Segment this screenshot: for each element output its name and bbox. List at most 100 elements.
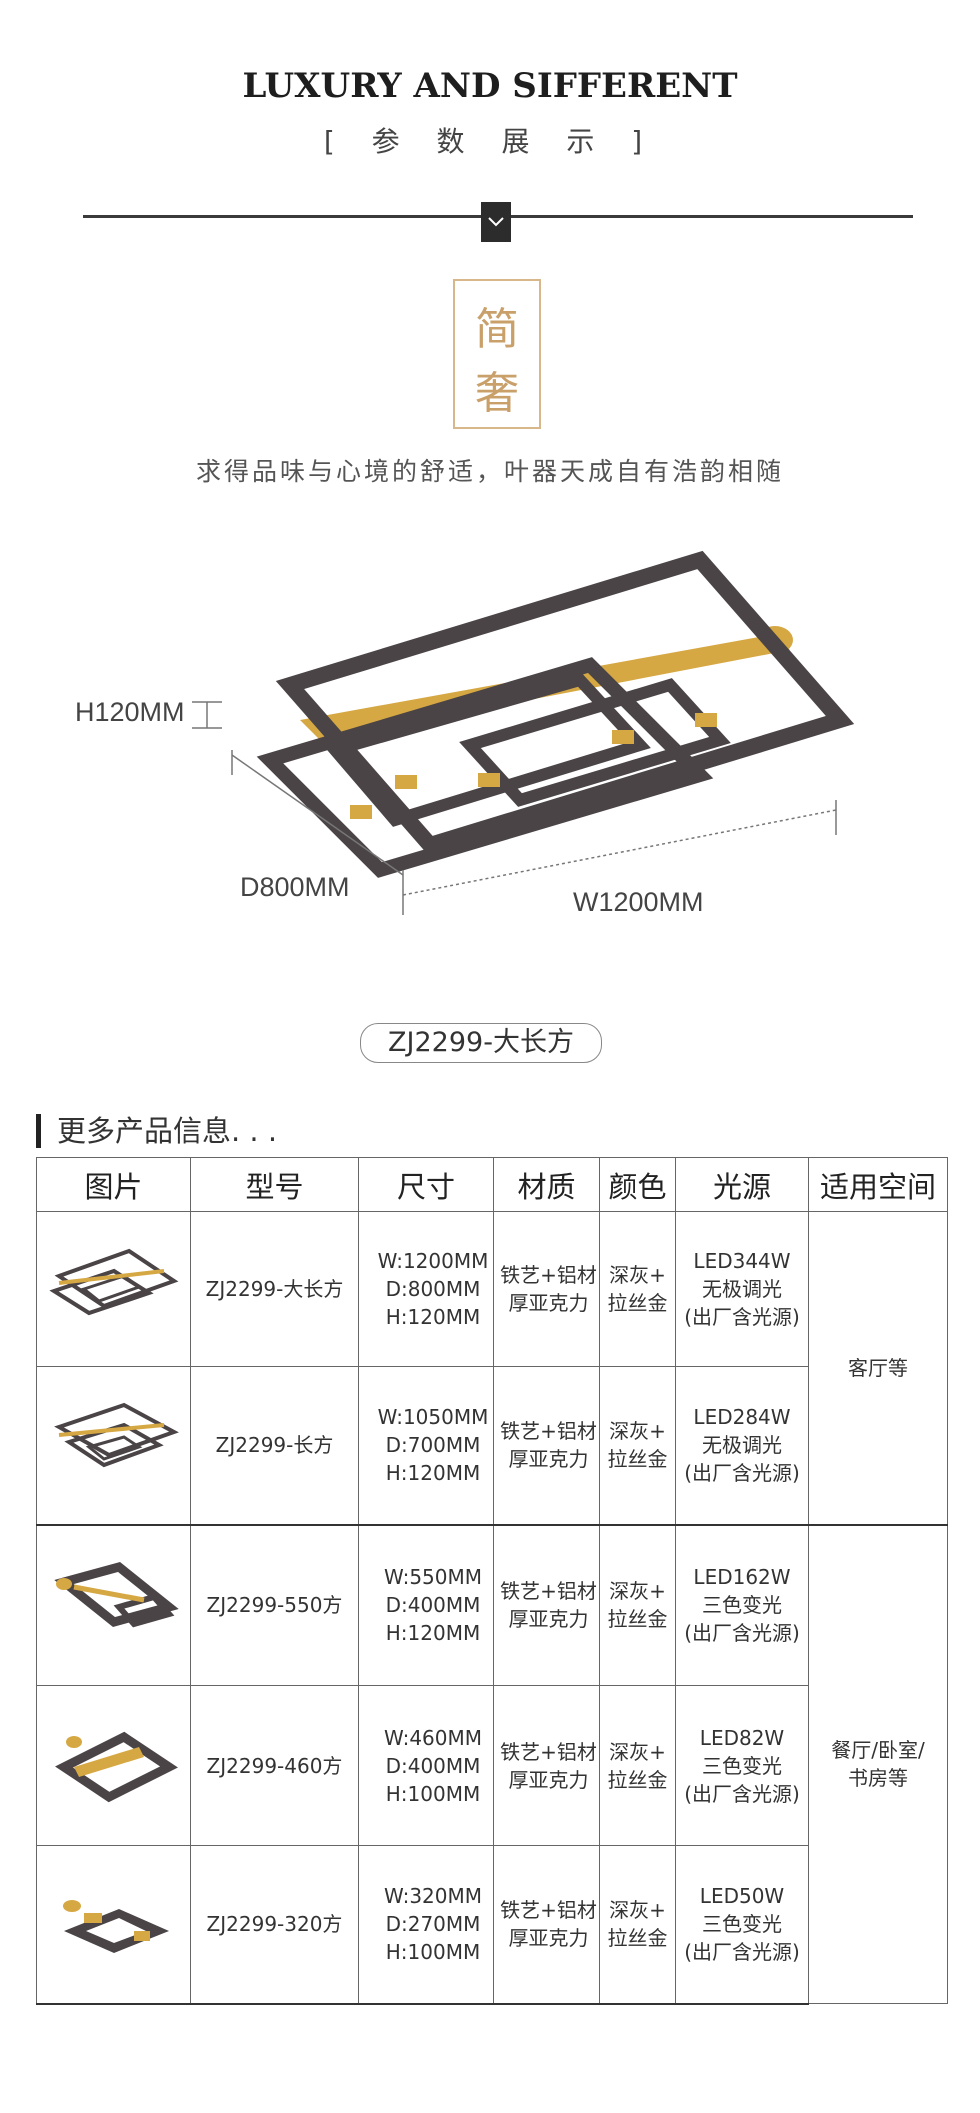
size-width: W:550MM	[383, 1565, 483, 1590]
lamp-illustration	[192, 550, 855, 915]
header-image: 图片	[36, 1157, 191, 1212]
light-line-3: (出厂含光源)	[684, 1781, 800, 1806]
header-light: 光源	[675, 1157, 809, 1212]
model-cell: ZJ2299-大长方	[190, 1211, 359, 1367]
color-line-1: 深灰+	[609, 1579, 666, 1604]
dimension-width: W1200MM	[573, 887, 704, 917]
size-cell: W:1050MM D:700MM H:120MM	[358, 1366, 494, 1525]
color-line-1: 深灰+	[609, 1419, 666, 1444]
chevron-down-icon	[481, 202, 511, 242]
material-line-2: 厚亚克力	[508, 1291, 589, 1315]
light-line-1: LED344W	[693, 1249, 791, 1273]
size-depth: D:400MM	[385, 1753, 481, 1778]
material-line-2: 厚亚克力	[508, 1447, 589, 1472]
table-row: ZJ2299-大长方 W:1200MM D:800MM H:120MM 铁艺+铝…	[36, 1211, 948, 1525]
color-line-1: 深灰+	[609, 1263, 666, 1287]
seal-char-2: 奢	[475, 368, 519, 419]
size-cell: W:460MM D:400MM H:100MM	[358, 1685, 494, 1846]
color-line-2: 拉丝金	[607, 1767, 668, 1792]
material-line-2: 厚亚克力	[508, 1767, 589, 1792]
material-line-1: 铁艺+铝材	[500, 1579, 597, 1604]
product-thumbnail	[36, 1685, 191, 1846]
page-title: LUXURY AND SIFFERENT	[242, 66, 738, 106]
dimension-depth: D800MM	[240, 872, 350, 902]
model-cell: ZJ2299-320方	[190, 1845, 359, 2005]
table-row: ZJ2299-550方 W:550MM D:400MM H:120MM 铁艺+铝…	[36, 1523, 948, 2004]
light-line-3: (出厂含光源)	[684, 1621, 800, 1646]
header-space: 适用空间	[808, 1157, 948, 1212]
light-line-2: 无极调光	[702, 1277, 782, 1301]
seal-char-1: 简	[475, 304, 519, 355]
size-height: H:120MM	[385, 1461, 481, 1486]
light-line-1: LED50W	[699, 1884, 785, 1909]
space-cell: 餐厅/卧室/ 书房等	[808, 1523, 948, 2004]
light-line-1: LED284W	[693, 1405, 791, 1430]
material-cell: 铁艺+铝材 厚亚克力	[493, 1685, 600, 1846]
table-row: ZJ2299-长方 W:1050MM D:700MM H:120MM 铁艺+铝材…	[36, 1366, 948, 1525]
light-cell: LED344W 无极调光 (出厂含光源)	[675, 1211, 809, 1367]
size-height: H:100MM	[385, 1781, 481, 1806]
light-line-2: 三色变光	[702, 1753, 782, 1778]
light-line-2: 无极调光	[702, 1433, 782, 1458]
header-material: 材质	[493, 1157, 600, 1212]
light-line-1: LED82W	[699, 1725, 785, 1750]
size-height: H:100MM	[385, 1940, 481, 1965]
light-line-1: LED162W	[693, 1565, 791, 1590]
table-row: ZJ2299-460方 W:460MM D:400MM H:100MM 铁艺+铝…	[36, 1685, 948, 1846]
color-line-2: 拉丝金	[607, 1291, 668, 1315]
material-cell: 铁艺+铝材 厚亚克力	[493, 1845, 600, 2005]
size-cell: W:550MM D:400MM H:120MM	[358, 1523, 494, 1686]
material-cell: 铁艺+铝材 厚亚克力	[493, 1366, 600, 1525]
material-line-1: 铁艺+铝材	[500, 1419, 597, 1444]
color-line-2: 拉丝金	[607, 1447, 668, 1472]
space-cell: 客厅等	[808, 1211, 948, 1525]
color-line-1: 深灰+	[609, 1739, 666, 1764]
material-line-1: 铁艺+铝材	[500, 1739, 597, 1764]
color-cell: 深灰+ 拉丝金	[599, 1523, 676, 1686]
size-depth: D:700MM	[385, 1433, 481, 1458]
material-line-1: 铁艺+铝材	[500, 1263, 597, 1287]
table-header-row: 图片 型号 尺寸 材质 颜色 光源 适用空间	[36, 1157, 948, 1212]
model-cell: ZJ2299-550方	[190, 1523, 359, 1686]
light-cell: LED284W 无极调光 (出厂含光源)	[675, 1366, 809, 1525]
size-height: H:120MM	[385, 1305, 481, 1329]
light-cell: LED82W 三色变光 (出厂含光源)	[675, 1685, 809, 1846]
spec-table: 图片 型号 尺寸 材质 颜色 光源 适用空间 ZJ2299-大长方 W:1200…	[36, 1157, 948, 2005]
model-label: ZJ2299-大长方	[360, 1023, 602, 1063]
material-line-2: 厚亚克力	[508, 1607, 589, 1632]
size-depth: D:400MM	[385, 1593, 481, 1618]
size-cell: W:320MM D:270MM H:100MM	[358, 1845, 494, 2005]
product-thumbnail	[36, 1366, 191, 1525]
size-width: W:320MM	[383, 1884, 483, 1909]
space-line-2: 书房等	[848, 1766, 908, 1791]
color-cell: 深灰+ 拉丝金	[599, 1685, 676, 1846]
size-cell: W:1200MM D:800MM H:120MM	[358, 1211, 494, 1367]
light-line-3: (出厂含光源)	[684, 1461, 800, 1486]
page-subtitle: [ 参 数 展 示 ]	[323, 125, 657, 158]
product-thumbnail	[36, 1845, 191, 2005]
product-thumbnail	[36, 1211, 191, 1367]
color-line-2: 拉丝金	[607, 1926, 668, 1951]
model-cell: ZJ2299-长方	[190, 1366, 359, 1525]
style-seal: 简 奢	[453, 279, 541, 429]
header-model: 型号	[190, 1157, 359, 1212]
light-line-3: (出厂含光源)	[684, 1940, 800, 1965]
size-width: W:1200MM	[377, 1249, 489, 1273]
size-height: H:120MM	[385, 1621, 481, 1646]
light-line-2: 三色变光	[702, 1912, 782, 1937]
header-size: 尺寸	[358, 1157, 494, 1212]
light-cell: LED50W 三色变光 (出厂含光源)	[675, 1845, 809, 2005]
color-line-2: 拉丝金	[607, 1607, 668, 1632]
size-depth: D:270MM	[385, 1912, 481, 1937]
light-cell: LED162W 三色变光 (出厂含光源)	[675, 1523, 809, 1686]
size-width: W:460MM	[383, 1725, 483, 1750]
more-info-heading: 更多产品信息. . .	[36, 1114, 277, 1148]
light-line-3: (出厂含光源)	[684, 1305, 800, 1329]
product-thumbnail	[36, 1523, 191, 1686]
light-line-2: 三色变光	[702, 1593, 782, 1618]
material-cell: 铁艺+铝材 厚亚克力	[493, 1523, 600, 1686]
size-width: W:1050MM	[377, 1405, 489, 1430]
color-cell: 深灰+ 拉丝金	[599, 1211, 676, 1367]
slogan: 求得品味与心境的舒适，叶器天成自有浩韵相随	[195, 457, 784, 486]
model-cell: ZJ2299-460方	[190, 1685, 359, 1846]
